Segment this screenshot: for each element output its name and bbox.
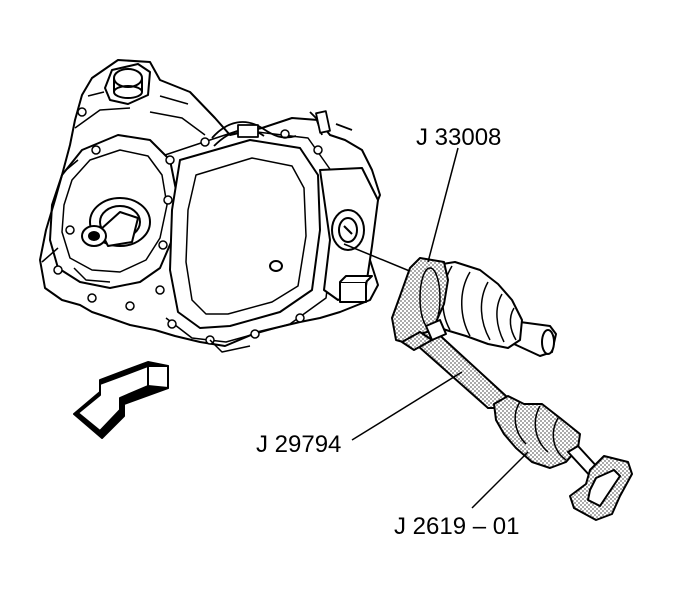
- wiring-harness: [211, 110, 353, 147]
- label-j33008: J 33008: [416, 124, 501, 151]
- label-j29794: J 29794: [256, 431, 341, 458]
- hammer-grip-rings: [514, 401, 567, 461]
- slide-hammer-j2619-01: [493, 395, 581, 469]
- right-case-face: [319, 167, 379, 303]
- side-cover-inner: [185, 157, 307, 315]
- case-ribs: [41, 91, 251, 353]
- transaxle-assembly: [39, 59, 381, 353]
- top-boss: [104, 63, 151, 105]
- leader-j2619: [471, 451, 529, 509]
- label-j2619-01: J 2619 – 01: [394, 513, 519, 540]
- front-direction-arrow-icon: [73, 361, 169, 439]
- axis-line: [343, 243, 413, 273]
- leader-lines: [351, 147, 529, 509]
- side-cover: [169, 139, 321, 329]
- bell-housing-rim: [61, 149, 168, 273]
- leader-j33008: [427, 147, 459, 263]
- bell-housing: [49, 134, 179, 289]
- leader-j29794: [351, 371, 463, 441]
- axle-remover-tool: [343, 243, 633, 521]
- left-output-seal: [81, 197, 151, 247]
- cover-plug: [269, 260, 283, 272]
